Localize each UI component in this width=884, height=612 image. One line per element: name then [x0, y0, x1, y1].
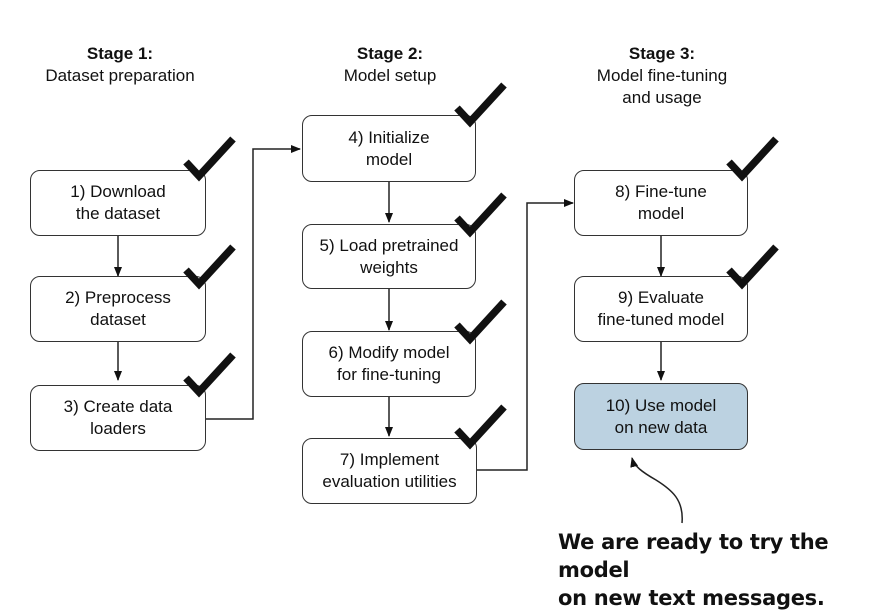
annotation-arrow: [630, 457, 683, 524]
stage-3-header: Stage 3: Model fine-tuning and usage: [542, 43, 782, 109]
checkmark-icon: [182, 244, 236, 290]
arrow-step7-to-step8: [477, 199, 574, 471]
connector-layer: [114, 145, 683, 524]
checkmark-icon: [453, 299, 507, 345]
step-3-label: 3) Create data loaders: [63, 397, 173, 438]
step-5-label: 5) Load pretrained weights: [319, 235, 459, 277]
stage-2-header: Stage 2: Model setup: [270, 43, 510, 87]
annotation-text: We are ready to try the model on new tex…: [558, 530, 829, 610]
step-9-label: 9) Evaluate fine-tuned model: [597, 288, 725, 329]
stage-2-subtitle: Model setup: [343, 66, 437, 85]
step-7-implement-evaluation-utilities: 7) Implement evaluation utilities: [302, 438, 477, 504]
step-10-label: 10) Use model on new data: [605, 395, 717, 437]
step-8-fine-tune-model: 8) Fine-tune model: [574, 170, 748, 236]
step-4-initialize-model: 4) Initialize model: [302, 115, 476, 182]
checkmark-icon: [453, 82, 507, 128]
step-2-label: 2) Preprocess dataset: [65, 288, 171, 329]
step-6-modify-model: 6) Modify model for fine-tuning: [302, 331, 476, 397]
checkmark-icon: [453, 192, 507, 238]
step-1-download-dataset: 1) Download the dataset: [30, 170, 206, 236]
step-1-label: 1) Download the dataset: [70, 182, 166, 223]
checkmark-icon: [725, 244, 779, 290]
stage-3-subtitle: Model fine-tuning and usage: [596, 66, 728, 107]
stage-2-title: Stage 2:: [356, 44, 424, 63]
step-7-label: 7) Implement evaluation utilities: [322, 450, 457, 491]
arrow-step3-to-step4: [206, 145, 301, 420]
step-6-label: 6) Modify model for fine-tuning: [328, 343, 450, 384]
stage-3-title: Stage 3:: [628, 44, 696, 63]
step-10-use-model-highlighted: 10) Use model on new data: [574, 383, 748, 450]
checkmark-icon: [453, 404, 507, 450]
step-9-evaluate-model: 9) Evaluate fine-tuned model: [574, 276, 748, 342]
stage-1-subtitle: Dataset preparation: [45, 66, 195, 85]
workflow-diagram: Stage 1: Dataset preparation Stage 2: Mo…: [0, 43, 829, 610]
checkmark-icon: [725, 136, 779, 182]
step-4-label: 4) Initialize model: [348, 127, 430, 169]
stage-1-header: Stage 1: Dataset preparation: [0, 43, 240, 87]
stage-1-title: Stage 1:: [86, 44, 154, 63]
step-8-label: 8) Fine-tune model: [615, 182, 707, 223]
checkmark-icon: [182, 136, 236, 182]
checkmark-icon: [182, 352, 236, 398]
step-5-load-pretrained-weights: 5) Load pretrained weights: [302, 224, 476, 289]
step-3-create-data-loaders: 3) Create data loaders: [30, 385, 206, 451]
step-2-preprocess-dataset: 2) Preprocess dataset: [30, 276, 206, 342]
